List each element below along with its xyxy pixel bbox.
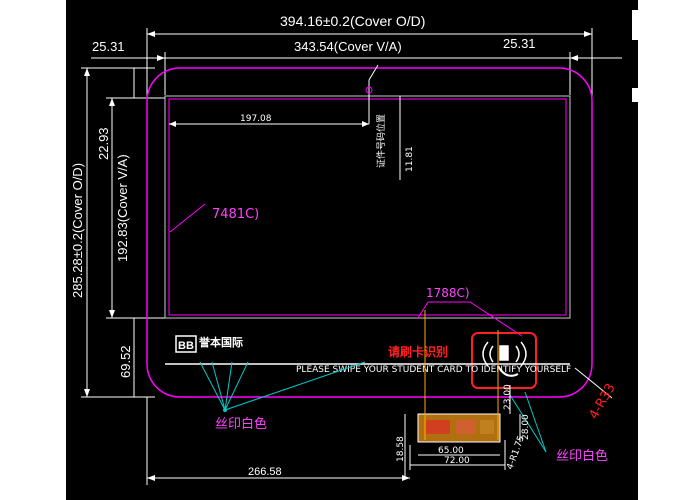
logo-mark: BB	[178, 340, 194, 352]
annotation-7481c: 7481C)	[212, 207, 259, 222]
edge-mark	[632, 88, 638, 102]
dim-fpc-bottom: 18.58	[396, 436, 406, 462]
dim-fpc-height-b: 28.00	[521, 414, 531, 440]
dim-right-margin: 25.31	[503, 36, 536, 51]
logo-name: 誉本国际	[198, 335, 243, 349]
annotation-1788c: 1788C)	[426, 286, 470, 300]
fpc-component	[480, 420, 494, 434]
card-prompt: 请刷卡识别	[388, 344, 448, 359]
dim-cover-width: 394.16±0.2(Cover O/D)	[280, 13, 425, 29]
dim-cover-height: 285.28±0.2(Cover O/D)	[70, 163, 85, 298]
dim-fpc-width-a: 65.00	[438, 446, 464, 456]
dim-va-height: 192.83(Cover V/A)	[115, 154, 130, 262]
screen-hint: PLEASE SWIPE YOUR STUDENT CARD TO IDENTI…	[296, 365, 571, 375]
dim-fpc-height-a: 23.00	[503, 384, 513, 410]
position-marker	[365, 86, 373, 94]
dim-inner-width: 197.08	[240, 114, 272, 124]
vertical-note: 证件号码位置	[375, 114, 387, 168]
dim-fpc-width-b: 72.00	[444, 456, 470, 466]
brand-logo-icon	[175, 335, 197, 353]
dim-bottom-margin: 69.52	[118, 345, 133, 378]
viewing-area-frame	[164, 95, 571, 319]
dim-va-width: 343.54(Cover V/A)	[294, 39, 402, 54]
fpc-component	[456, 420, 476, 434]
dim-left-margin: 25.31	[92, 39, 125, 54]
silkscreen-white-left: 丝印白色	[215, 416, 267, 432]
card-zone	[471, 332, 537, 389]
silkscreen-white-right: 丝印白色	[556, 448, 608, 464]
nfc-hand-icon	[482, 341, 527, 377]
dim-top-margin: 22.93	[96, 127, 111, 160]
viewing-area-inner	[168, 98, 567, 316]
edge-mark	[632, 10, 638, 40]
cover-outline	[146, 67, 593, 398]
fpc-component	[426, 420, 450, 434]
drawing-background	[66, 0, 638, 500]
dim-fpc-offset: 266.58	[248, 466, 282, 478]
dim-inner-offset: 11.81	[405, 146, 415, 172]
